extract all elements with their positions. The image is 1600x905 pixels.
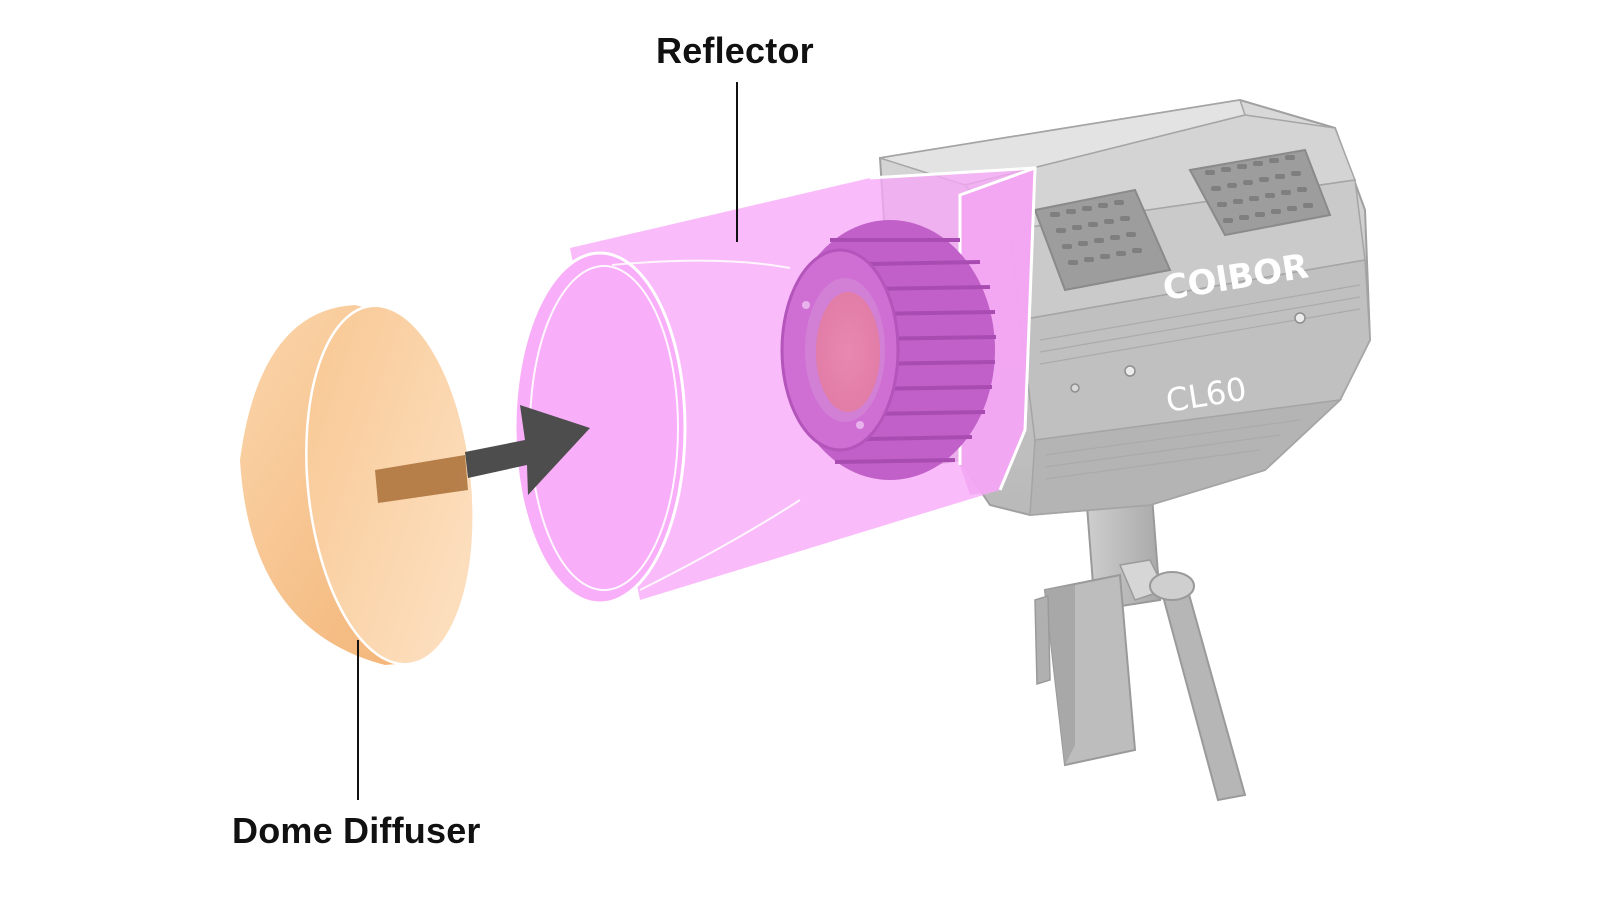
reflector [513, 166, 1037, 605]
stand-mount [1034, 468, 1247, 802]
screw-icon [1294, 312, 1306, 324]
dome-diffuser [240, 304, 475, 666]
dome-diffuser-label: Dome Diffuser [232, 810, 481, 851]
reflector-label: Reflector [656, 30, 814, 71]
body-grooves [1039, 284, 1361, 480]
screw-icon [1070, 383, 1080, 393]
lens [816, 292, 880, 412]
heatsink [780, 220, 997, 480]
screw-icon [1124, 365, 1136, 377]
arrow-right-icon [465, 405, 590, 495]
vent-grille-right [1188, 148, 1332, 237]
vent-grille-left [1033, 188, 1172, 292]
diffuser-mount-rod [375, 455, 468, 503]
